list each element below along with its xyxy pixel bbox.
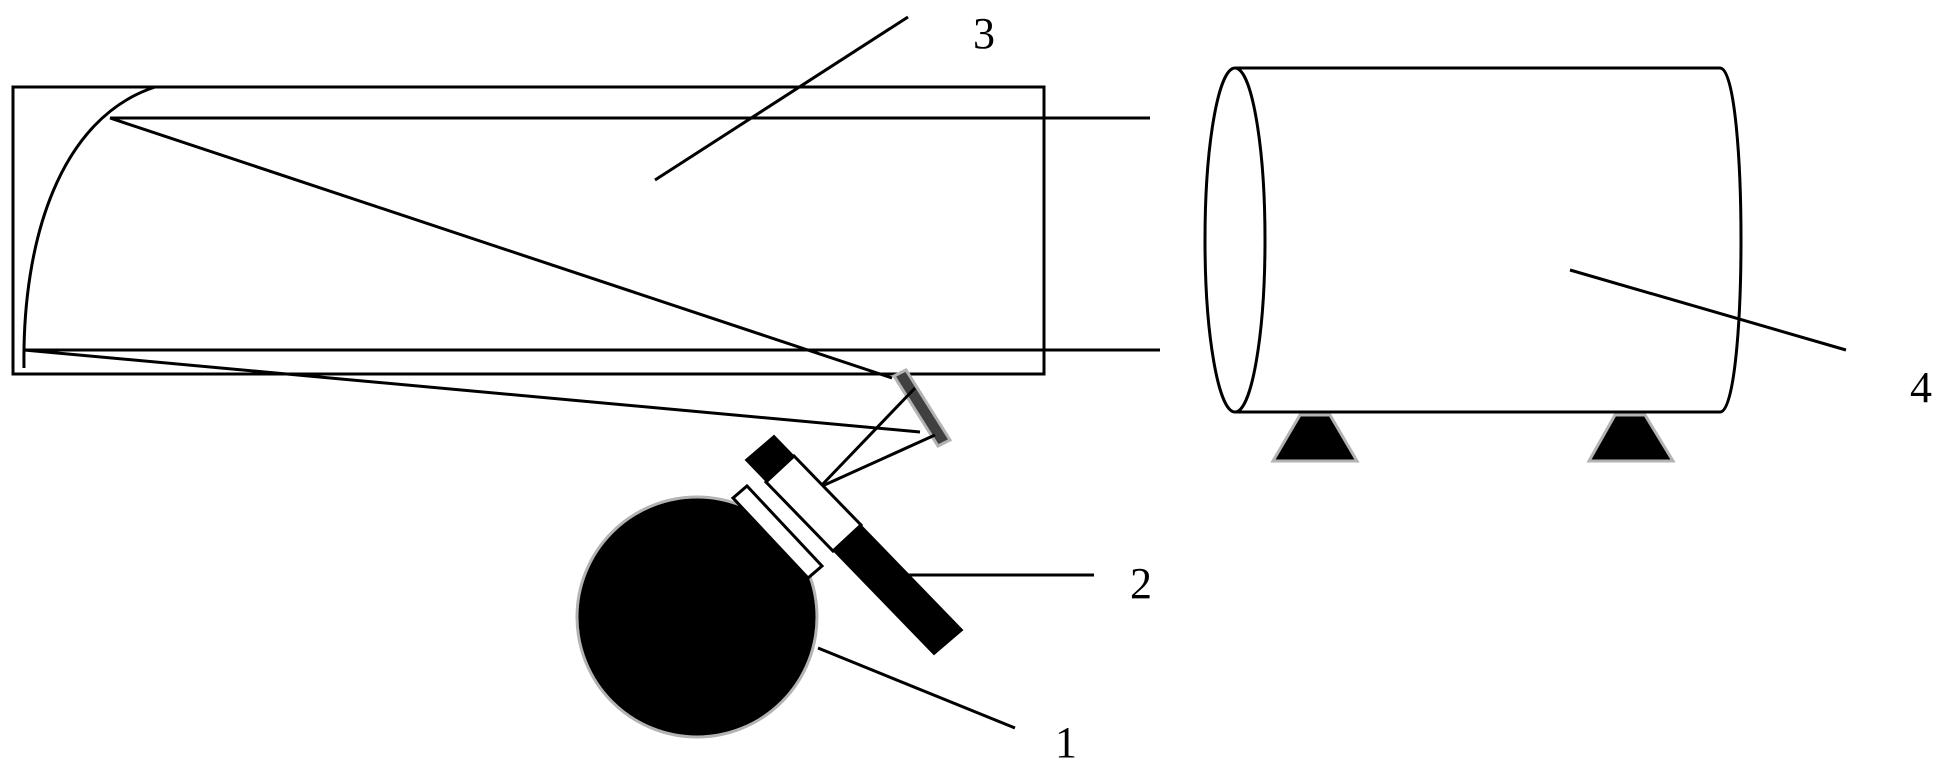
reflector-assembly — [11, 85, 1160, 434]
leader-line-4 — [1569, 268, 1847, 352]
callout-2: 2 — [1130, 559, 1152, 608]
leader-lines — [654, 15, 1847, 730]
cylinder-body — [1235, 66, 1743, 414]
callout-3: 3 — [973, 9, 995, 58]
light-source — [575, 483, 825, 739]
parabolic-mirror — [22, 85, 156, 369]
reflector-housing — [11, 85, 1046, 376]
cylinder-front-face — [1203, 66, 1267, 414]
collimator — [744, 434, 964, 656]
beam-rays — [818, 386, 936, 489]
target-cylinder — [1203, 66, 1743, 463]
leader-line-1 — [817, 646, 1016, 730]
cylinder-support-left — [1270, 413, 1360, 463]
lower-ray-in — [23, 348, 921, 434]
collimator-window — [763, 453, 864, 554]
source-aperture-plate — [730, 483, 825, 581]
source-sphere — [575, 495, 819, 739]
callout-1: 1 — [1055, 718, 1077, 767]
fold-mirror — [891, 368, 953, 448]
upper-ray-in — [109, 116, 893, 380]
cylinder-support-right — [1586, 413, 1676, 463]
leader-line-3 — [654, 15, 909, 182]
callout-4: 4 — [1910, 363, 1932, 412]
